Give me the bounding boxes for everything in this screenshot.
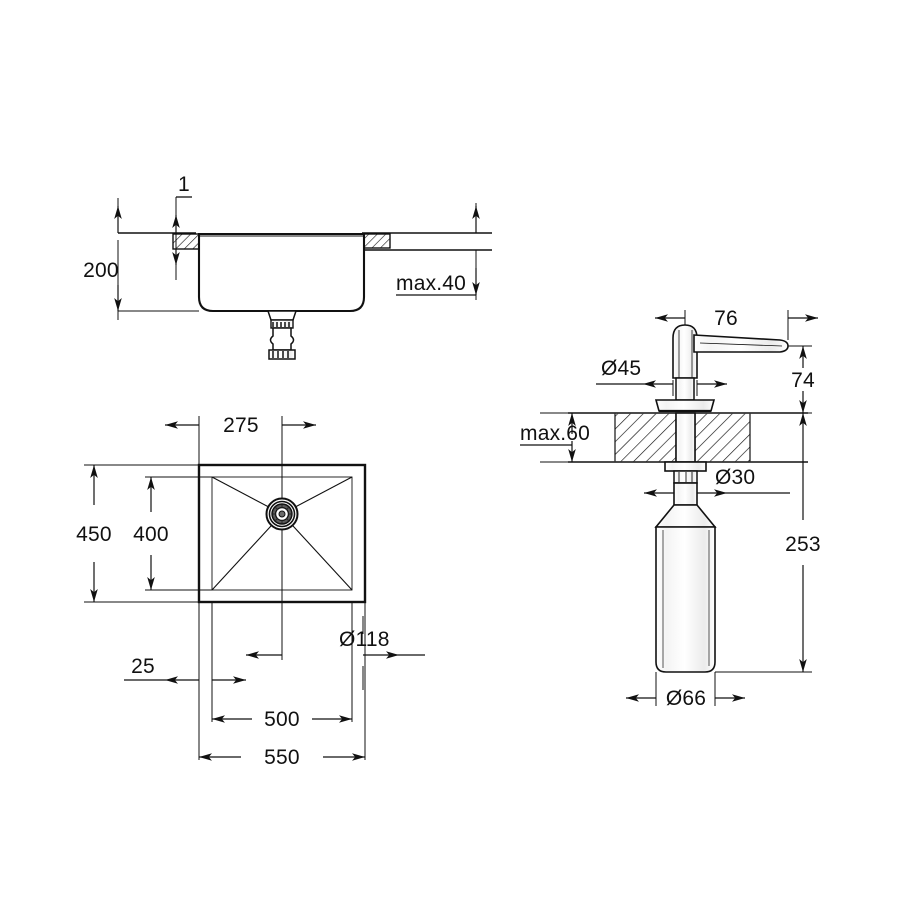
- drain-thread: [272, 322, 290, 327]
- dim-label-overall-width: 550: [264, 746, 300, 769]
- dim-label-counter-max-40: max.40: [396, 272, 466, 295]
- sink-plan-view: 275 450 400 Ø118 25 500 550: [76, 414, 425, 769]
- bottle-shoulder: [654, 504, 717, 528]
- dispenser-counter-hatch-left: [615, 413, 676, 462]
- drain-flange: [266, 310, 298, 321]
- dispenser-lock-nut: [673, 470, 698, 484]
- dispenser-bottle: [654, 504, 717, 673]
- dim-label-basin-depth: 200: [83, 259, 119, 282]
- drain-nut-ribs: [272, 351, 289, 358]
- pump-escutcheon: [654, 399, 716, 412]
- bottle-body: [655, 526, 716, 673]
- dim-label-bowl-height: 400: [133, 523, 169, 546]
- dispenser-mounting-nut: [664, 461, 707, 472]
- sink-basin-outline: [197, 232, 366, 313]
- drain-body: [269, 327, 295, 351]
- dim-label-spout-height: 74: [791, 369, 815, 392]
- pump-neck: [675, 377, 695, 401]
- soap-dispenser-view: 76 Ø45 74 max.60 Ø30 253 Ø66: [520, 307, 821, 710]
- dim-label-bottle-dia: Ø66: [666, 687, 706, 710]
- drain-nut: [268, 349, 296, 360]
- dim-label-total-height: 253: [785, 533, 821, 556]
- dim-label-drain-dia: Ø118: [339, 628, 390, 651]
- pump-lever-highlight: [699, 342, 783, 347]
- dim-label-drain-offset: 275: [223, 414, 259, 437]
- counter-hatch-left: [172, 233, 201, 250]
- dim-label-shank-dia: Ø30: [715, 466, 755, 489]
- counter-hatch-right: [362, 233, 391, 249]
- dim-label-rim-thickness: 1: [178, 173, 190, 196]
- dispenser-connector-tube: [673, 482, 698, 506]
- dim-label-head-dia: Ø45: [601, 357, 641, 380]
- dim-label-bowl-width: 500: [264, 708, 300, 731]
- dim-label-spout-reach: 76: [714, 307, 738, 330]
- dispenser-counter-hatch-right: [695, 413, 750, 462]
- sink-section-view: 200 1 max.40: [83, 173, 492, 360]
- dispenser-pump-head: [654, 324, 789, 413]
- dispenser-shank: [675, 412, 696, 463]
- dim-label-counter-max-60: max.60: [520, 422, 590, 445]
- dim-label-rim-width: 25: [131, 655, 155, 678]
- dispenser-lock-nut-ribs: [678, 472, 693, 482]
- drain-assembly-section: [266, 310, 298, 360]
- drain-grate-plan: [265, 497, 299, 531]
- dim-label-cutout-height: 450: [76, 523, 112, 546]
